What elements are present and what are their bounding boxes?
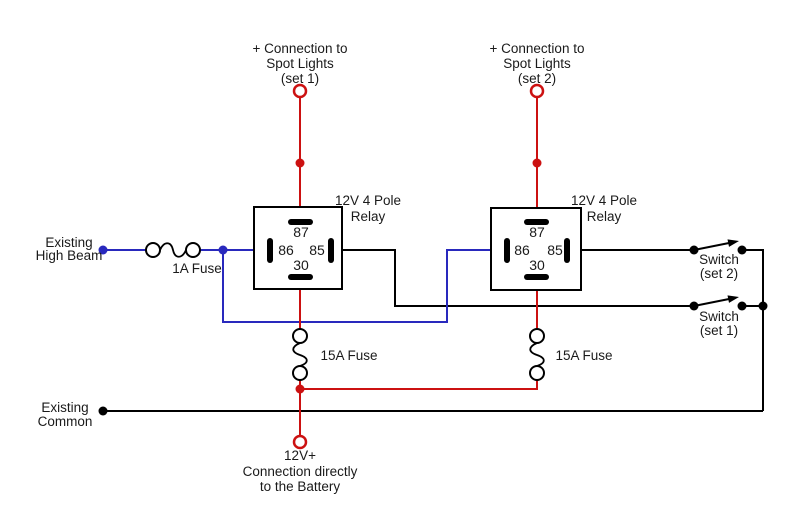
spot2-terminal (529, 83, 545, 99)
spot1-label-line3: (set 1) (281, 71, 319, 86)
fuse-1a (145, 242, 201, 258)
relay2-pin86-label: 86 (514, 242, 530, 258)
relay1-title-line1: 12V 4 Pole (335, 193, 401, 208)
relay1-pin85-contact (328, 238, 334, 263)
relay2-title-line1: 12V 4 Pole (571, 193, 637, 208)
fuse-15a-2-terminal-bottom (529, 365, 545, 381)
spot2-label-line1: + Connection to (490, 41, 585, 56)
relay1-pin30-contact (288, 274, 313, 280)
labels: + Connection to Spot Lights (set 1) + Co… (36, 41, 739, 494)
common-junction-dot (98, 406, 108, 416)
switch-set1-label-line2: (set 1) (700, 323, 738, 338)
common-circuit (98, 249, 768, 416)
battery-junction-dot (295, 384, 305, 394)
relay2-pin30-contact (524, 274, 549, 280)
fuse-1a-element (159, 242, 187, 258)
relay1: 87 86 85 30 12V 4 Pole Relay (253, 193, 401, 290)
relay1-pin30-label: 30 (293, 257, 309, 273)
spot2-wire-dot (532, 158, 542, 168)
fuse2-to-battery-wire (300, 380, 538, 390)
switch-set2-label-line1: Switch (699, 252, 739, 267)
fuse-15a-1-label: 15A Fuse (320, 348, 377, 363)
common-label-line1: Existing (41, 400, 88, 415)
fuse-15a-2-element (529, 342, 545, 367)
switch-return-junction-dot (758, 301, 768, 311)
common-label-line2: Common (38, 414, 93, 429)
relay2-pin87-contact (524, 219, 549, 225)
battery-label-line2: Connection directly (243, 464, 358, 479)
spot1-wire-dot (295, 158, 305, 168)
spot2-label-line2: Spot Lights (503, 56, 571, 71)
switch-set1-arrow-icon (727, 295, 739, 303)
switch-set2-arrow-icon (727, 239, 739, 247)
switch-set1 (689, 295, 747, 311)
fuse-15a-1-element (292, 342, 308, 367)
switch-set1-label-line1: Switch (699, 309, 739, 324)
fuse-15a-2 (529, 328, 545, 381)
switch-set2-blade (693, 242, 730, 251)
high-beam-label-line2: High Beam (36, 248, 103, 263)
relay2: 87 86 85 30 12V 4 Pole Relay (490, 193, 637, 291)
fuse-1a-label: 1A Fuse (172, 261, 222, 276)
relay2-pin86-contact (504, 238, 510, 263)
fuse-15a-1-terminal-top (292, 328, 308, 344)
high-beam-terminal-dot (98, 245, 108, 255)
relay2-pin30-label: 30 (529, 257, 545, 273)
battery-label-line1: 12V+ (284, 448, 316, 463)
relay1-pin86-contact (267, 238, 273, 263)
fuse-15a-2-label: 15A Fuse (555, 348, 612, 363)
switch-set2-label-line2: (set 2) (700, 266, 738, 281)
high-beam-junction-dot (218, 245, 228, 255)
relay1-title-line2: Relay (351, 209, 386, 224)
switch-return-wire (742, 249, 764, 411)
relay1-85-to-switch1-wire (334, 249, 694, 307)
high-beam-label-line1: Existing (45, 235, 92, 250)
relay2-title-line2: Relay (587, 209, 622, 224)
spot1-label-line2: Spot Lights (266, 56, 334, 71)
battery-terminal (292, 434, 308, 450)
relay2-pin87-label: 87 (529, 224, 545, 240)
fuse-1a-terminal-left (145, 242, 161, 258)
fuse-1a-terminal-right (185, 242, 201, 258)
high-beam-to-relay2-wire (222, 249, 504, 323)
switch-set1-throw-dot (737, 301, 747, 311)
spot2-label-line3: (set 2) (518, 71, 556, 86)
relay1-pin87-contact (288, 219, 313, 225)
power-circuit (295, 97, 542, 436)
spot1-label-line1: + Connection to (253, 41, 348, 56)
relay2-pin85-contact (564, 238, 570, 263)
fuse-15a-1-terminal-bottom (292, 365, 308, 381)
battery-label-line3: to the Battery (260, 479, 341, 494)
relay2-pin85-label: 85 (547, 242, 563, 258)
switch-set1-blade (693, 298, 730, 307)
switch-set2 (689, 239, 747, 255)
fuse-15a-1 (292, 328, 308, 381)
relay1-pin85-label: 85 (309, 242, 325, 258)
spot1-terminal (292, 83, 308, 99)
relay1-pin86-label: 86 (278, 242, 294, 258)
switch-set2-throw-dot (737, 245, 747, 255)
fuse-15a-2-terminal-top (529, 328, 545, 344)
relay1-pin87-label: 87 (293, 224, 309, 240)
